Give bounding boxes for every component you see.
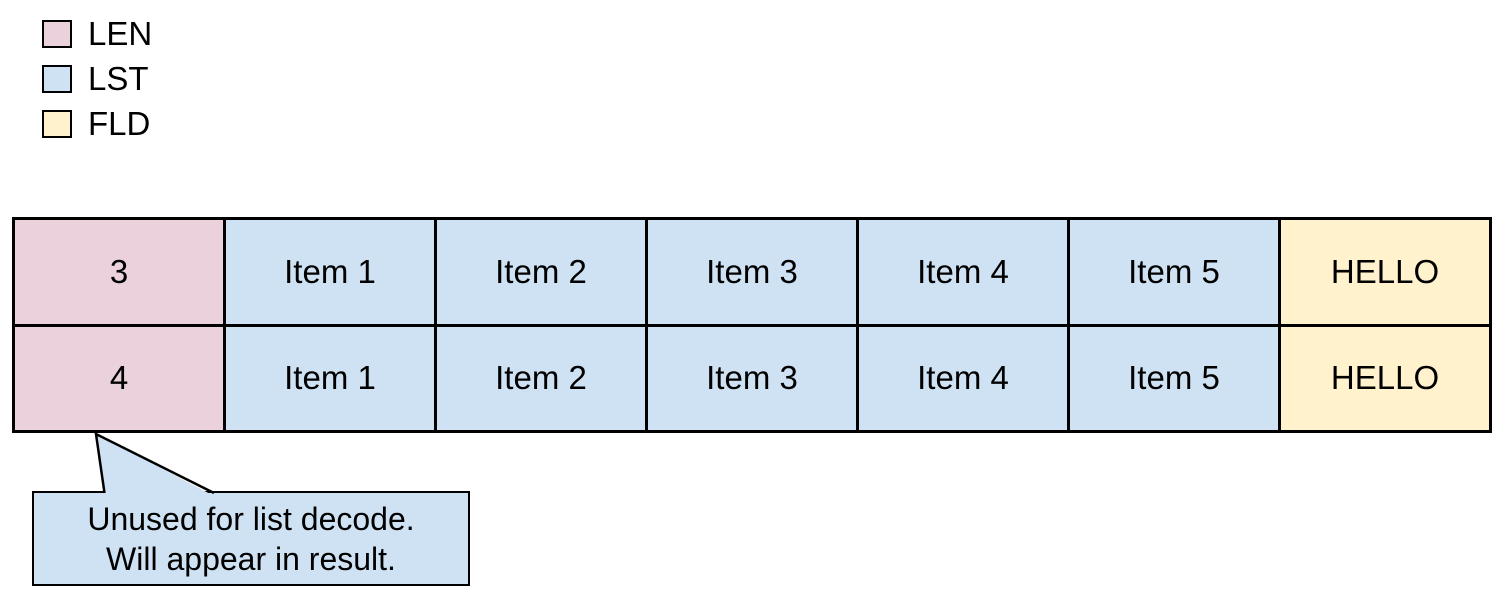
encoding-table: 3 Item 1 Item 2 Item 3 Item 4 Item 5 HEL… <box>12 217 1492 433</box>
legend-label-fld: FLD <box>88 105 151 142</box>
list-item-cell: Item 5 <box>1067 220 1278 324</box>
list-item-cell: Item 2 <box>434 326 645 430</box>
list-item-cell: Item 1 <box>223 220 434 324</box>
table-row-2: 4 Item 1 Item 2 Item 3 Item 4 Item 5 HEL… <box>15 323 1489 430</box>
list-item-cell: Item 3 <box>645 326 856 430</box>
legend-item-fld: FLD <box>42 105 152 142</box>
fld-color-swatch <box>42 110 72 138</box>
len-cell: 4 <box>15 326 223 430</box>
callout-tail-outline <box>94 431 215 495</box>
list-item-cell: Item 4 <box>856 326 1067 430</box>
legend-item-lst: LST <box>42 60 152 97</box>
field-cell: HELLO <box>1278 220 1489 324</box>
field-cell: HELLO <box>1278 326 1489 430</box>
list-item-cell: Item 2 <box>434 220 645 324</box>
list-item-cell: Item 5 <box>1067 326 1278 430</box>
list-item-cell: Item 4 <box>856 220 1067 324</box>
table-row-1: 3 Item 1 Item 2 Item 3 Item 4 Item 5 HEL… <box>15 220 1489 324</box>
legend-label-len: LEN <box>88 15 153 52</box>
callout-text-line2: Will appear in result. <box>106 540 396 577</box>
len-cell: 3 <box>15 220 223 324</box>
callout-bubble: Unused for list decode. Will appear in r… <box>32 491 470 586</box>
lst-color-swatch <box>42 65 72 93</box>
callout-tail-fill <box>96 434 214 496</box>
len-color-swatch <box>42 20 72 48</box>
legend-item-len: LEN <box>42 15 153 52</box>
list-item-cell: Item 1 <box>223 326 434 430</box>
callout-text-line1: Unused for list decode. <box>87 500 415 537</box>
legend: LEN LST FLD <box>42 15 153 155</box>
legend-label-lst: LST <box>88 60 149 97</box>
list-item-cell: Item 3 <box>645 220 856 324</box>
